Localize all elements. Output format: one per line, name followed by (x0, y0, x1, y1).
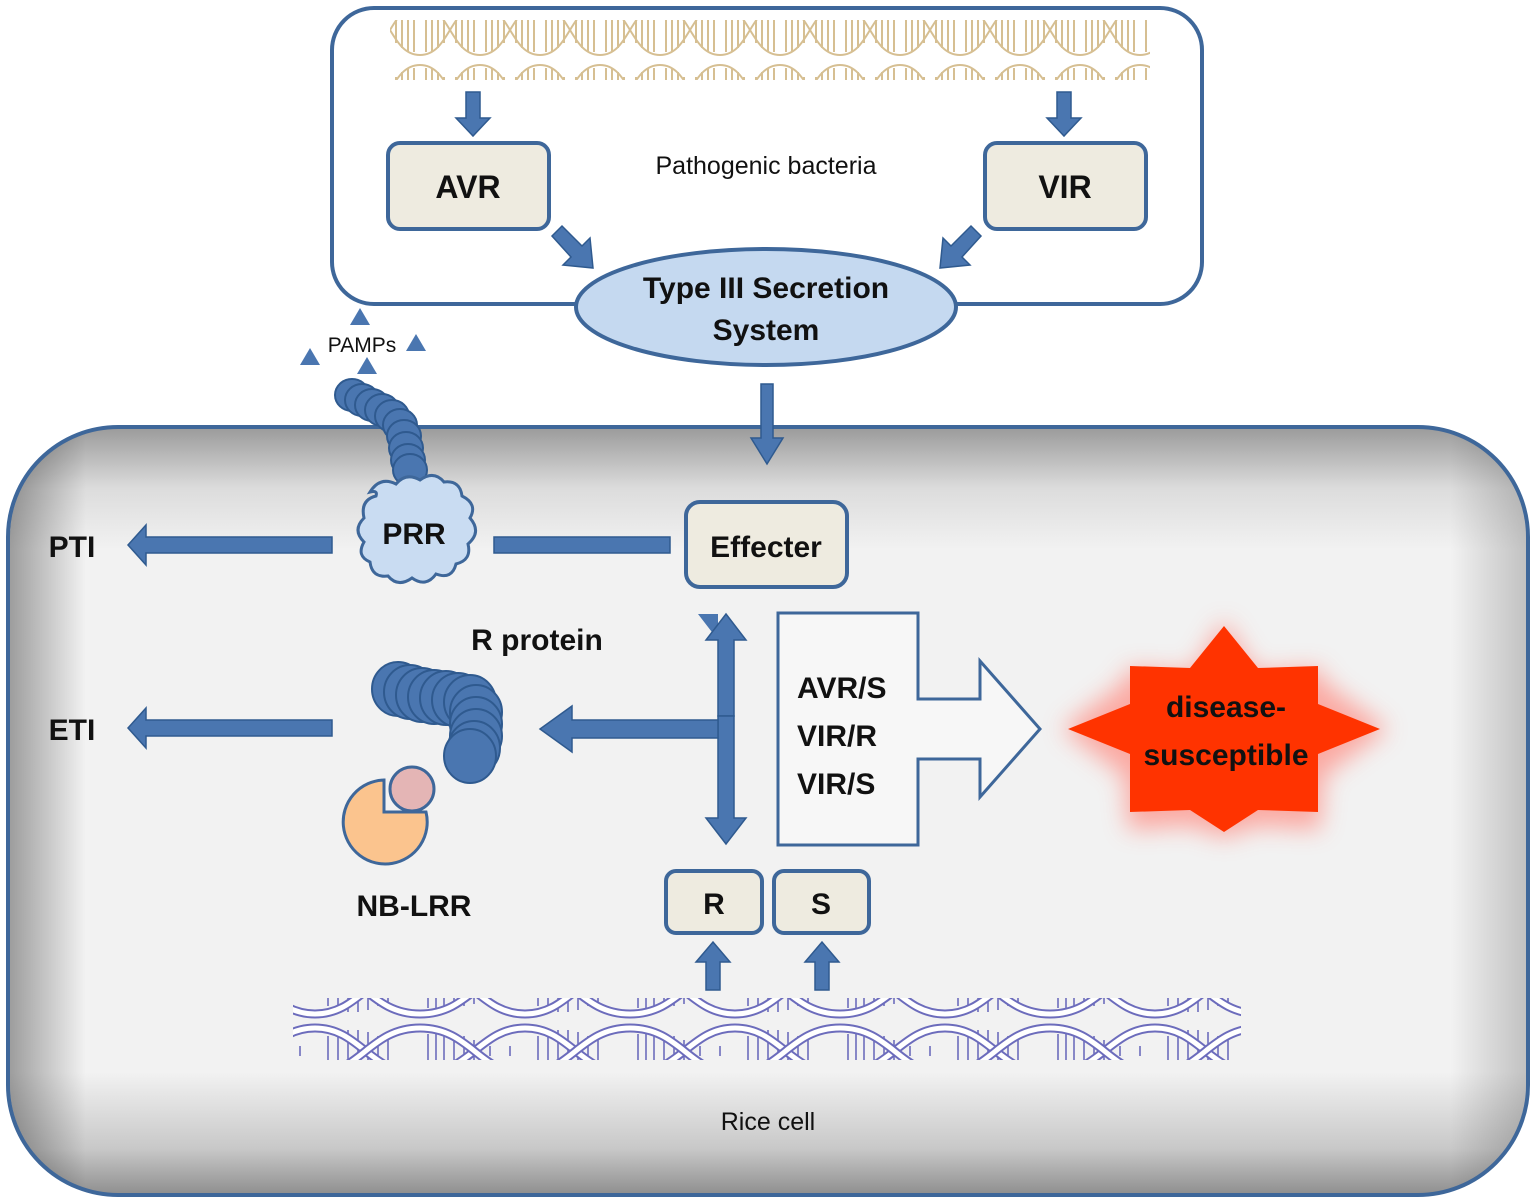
arrow-dna-to-r (694, 940, 732, 991)
nb-lrr-label: NB-LRR (357, 890, 472, 923)
pamp-triangle-icon (350, 308, 370, 325)
secretion-line1: Type III Secretion (643, 272, 889, 305)
double-arrow-effecter-genes (698, 612, 748, 846)
prr-cloud: PRR (356, 474, 477, 584)
prr-receptor-coil-icon (334, 378, 428, 487)
bacteria-dna-icon (390, 20, 1150, 80)
s-gene-box: S (772, 869, 871, 935)
r-gene-box: R (664, 869, 764, 935)
pamp-triangle-icon (406, 334, 426, 351)
arrow-secretion-to-effecter (749, 383, 785, 466)
r-gene-label: R (703, 888, 725, 921)
vir-box: VIR (983, 141, 1148, 231)
secretion-line2: System (713, 314, 820, 347)
r-protein-coil-icon (371, 661, 503, 784)
avr-label: AVR (435, 169, 500, 205)
vir-label: VIR (1038, 169, 1091, 205)
connector-prr-effecter (493, 536, 671, 554)
outcome-line1: disease- (1166, 691, 1286, 724)
type-iii-secretion-system: Type III Secretion System (574, 247, 958, 367)
r-protein-label: R protein (471, 624, 603, 657)
pathogenic-bacteria-label: Pathogenic bacteria (656, 152, 877, 180)
arrow-dna-to-vir (1045, 91, 1083, 138)
arrow-to-eti (126, 706, 333, 750)
pamps-group: PAMPs (300, 308, 426, 374)
arrow-vir-to-secretion (939, 224, 983, 269)
effecter-label: Effecter (710, 531, 822, 564)
outcome-line2: susceptible (1143, 739, 1308, 772)
nb-lrr-icon (341, 765, 436, 866)
disease-susceptible-burst: disease- susceptible (1062, 620, 1388, 838)
pamp-triangle-icon (300, 348, 320, 365)
rice-cell-label: Rice cell (721, 1108, 815, 1136)
arrow-dna-to-s (803, 940, 841, 991)
arrow-avr-to-secretion (550, 224, 594, 269)
combo-vir-s: VIR/S (797, 768, 875, 801)
s-gene-label: S (811, 888, 831, 921)
arrow-prr-to-pti (126, 523, 333, 567)
pti-label: PTI (49, 531, 96, 564)
eti-label: ETI (49, 714, 96, 747)
effecter-box: Effecter (684, 500, 849, 589)
combo-avr-s: AVR/S (797, 672, 886, 705)
avr-box: AVR (386, 141, 551, 231)
prr-label: PRR (382, 518, 446, 551)
arrow-dna-to-avr (454, 91, 492, 138)
arrow-to-r-protein (538, 704, 719, 754)
rice-dna-icon (293, 998, 1241, 1060)
pamp-triangle-icon (357, 357, 377, 374)
genotype-combination-arrow: AVR/S VIR/R VIR/S (776, 611, 1043, 847)
combo-vir-r: VIR/R (797, 720, 877, 753)
pamps-label: PAMPs (328, 334, 396, 357)
